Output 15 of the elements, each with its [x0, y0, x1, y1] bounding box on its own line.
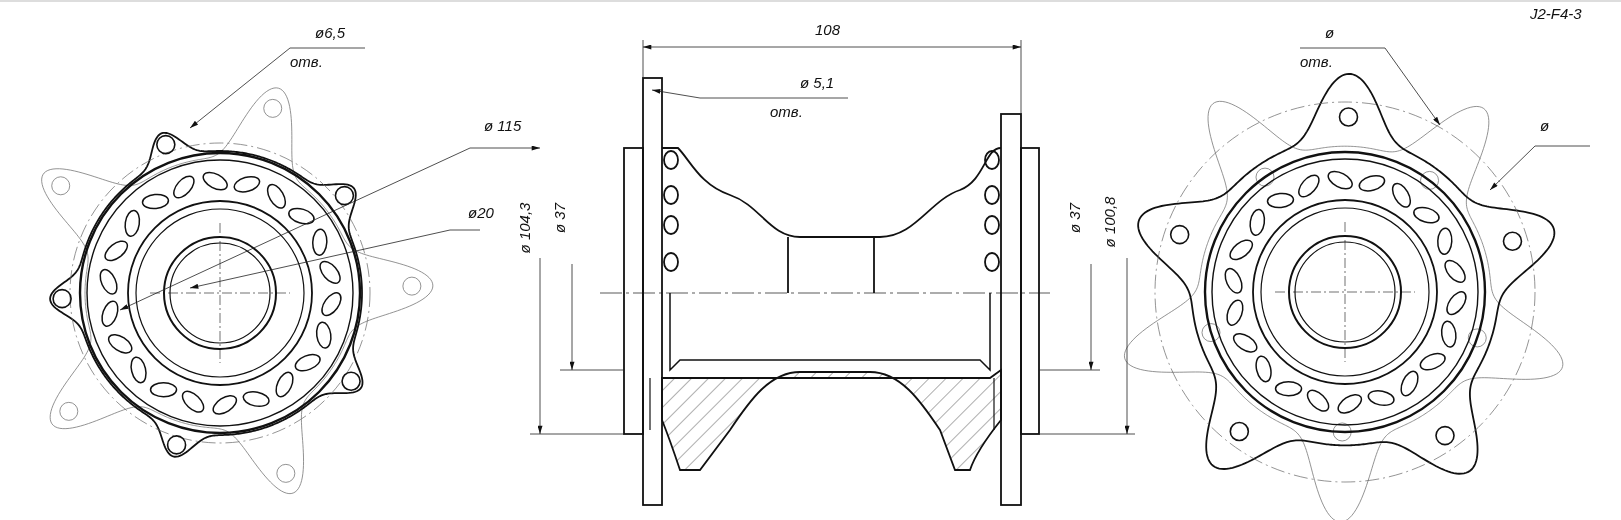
dimension-label: ø 5,1: [800, 75, 835, 91]
dimension-label: ø 104,3: [517, 202, 533, 254]
dimension-label: ø 37: [552, 203, 568, 233]
dimension-label: ø20: [468, 205, 494, 221]
dimension-label: ø 100,8: [1102, 196, 1118, 248]
dimension-label: ø6,5: [315, 25, 345, 41]
dimension-label: ø 37: [1067, 203, 1083, 233]
dimension-label: отв.: [1300, 54, 1333, 70]
dimension-label: ø: [1540, 118, 1550, 134]
dimension-label: отв.: [770, 104, 803, 120]
dimension-label: ø: [1325, 25, 1335, 41]
dimension-label: отв.: [290, 54, 323, 70]
dimension-label: 108: [815, 22, 841, 38]
dimension-label: ø 115: [484, 118, 522, 134]
dimension-label: J2-F4-3: [1530, 6, 1582, 22]
